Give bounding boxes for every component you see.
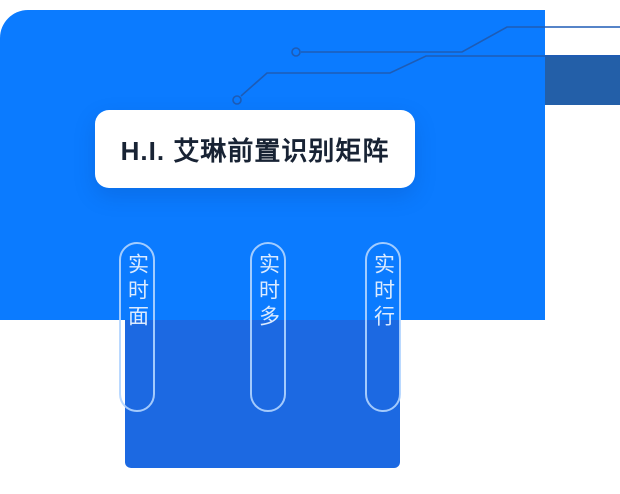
feature-pill: 实时多	[250, 242, 286, 412]
top-right-rect	[545, 55, 620, 105]
feature-pill-label: 实时行	[371, 253, 395, 331]
feature-pill-label: 实时多	[256, 253, 280, 331]
feature-pill: 实时面	[119, 242, 155, 412]
page-title: H.I. 艾琳前置识别矩阵	[120, 135, 390, 166]
feature-pill: 实时行	[365, 242, 401, 412]
feature-pill-label: 实时面	[125, 253, 149, 331]
title-card: H.I. 艾琳前置识别矩阵	[95, 110, 415, 188]
